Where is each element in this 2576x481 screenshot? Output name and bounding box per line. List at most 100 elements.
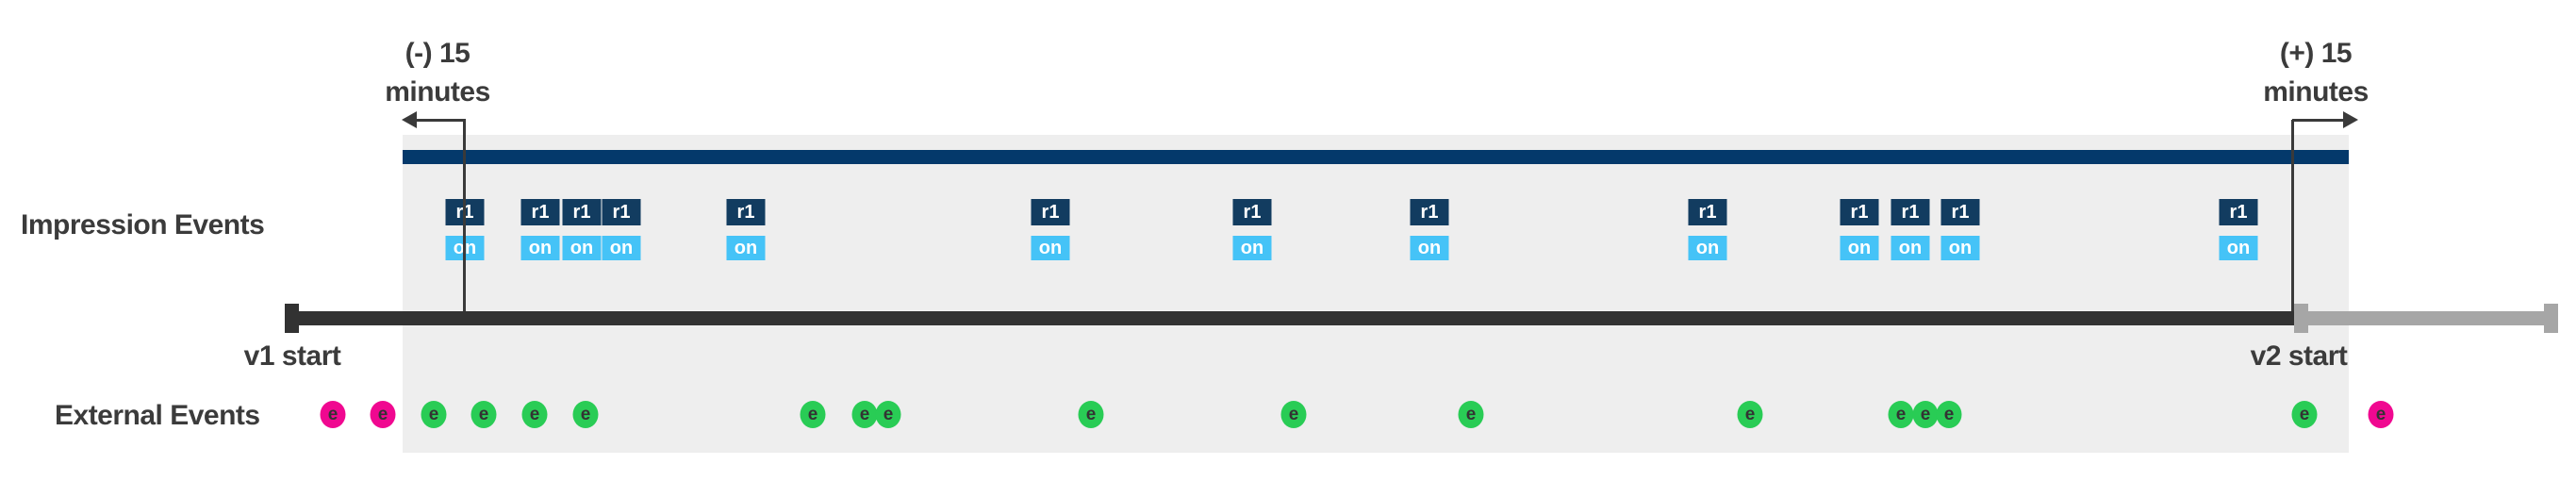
v1-start-cap <box>285 304 299 333</box>
impression-event-column: r1 on <box>562 199 602 260</box>
impression-on-text: on <box>1695 237 1720 258</box>
impression-event-column: r1 on <box>1232 199 1272 260</box>
impression-r1-text: r1 <box>1850 201 1869 223</box>
external-event-text: e <box>327 404 339 424</box>
external-event-text: e <box>580 404 591 424</box>
window-start-reference-line <box>463 120 466 311</box>
external-event-text: e <box>807 404 818 424</box>
impression-event-column: r1 on <box>1688 199 1727 260</box>
impression-on-text: on <box>1898 237 1923 258</box>
impression-r1-text: r1 <box>736 201 755 223</box>
impression-r1-text: r1 <box>1041 201 1060 223</box>
external-event-dot: e <box>1280 401 1307 428</box>
impression-r1-box: r1 <box>1940 199 1980 225</box>
left-arrowhead-icon <box>402 111 417 128</box>
plus-15-minutes-label: (+) 15 minutes <box>2263 34 2369 111</box>
impression-on-box: on <box>520 236 560 260</box>
impression-r1-box: r1 <box>602 199 641 225</box>
impression-on-text: on <box>1240 237 1264 258</box>
external-event-dot: e <box>800 401 826 428</box>
external-event-dot: e <box>875 401 901 428</box>
impression-r1-box: r1 <box>1410 199 1449 225</box>
v2-timeline-bar <box>2294 311 2555 325</box>
impression-on-box: on <box>1940 236 1980 260</box>
impression-event-column: r1 on <box>1891 199 1930 260</box>
impression-on-box: on <box>1232 236 1272 260</box>
impression-r1-text: r1 <box>1243 201 1262 223</box>
external-event-dot: e <box>1888 401 1914 428</box>
external-event-text: e <box>883 404 894 424</box>
external-event-text: e <box>2375 404 2386 424</box>
external-event-text: e <box>478 404 489 424</box>
impression-on-box: on <box>1840 236 1879 260</box>
v2-start-label: v2 start <box>2250 340 2348 372</box>
impression-on-box: on <box>602 236 641 260</box>
impression-on-box: on <box>2219 236 2258 260</box>
external-event-dot: e <box>1458 401 1484 428</box>
campaign-duration-bar <box>403 150 2349 164</box>
external-event-dot: e <box>471 401 497 428</box>
external-event-text: e <box>1085 404 1097 424</box>
impression-r1-box: r1 <box>1688 199 1727 225</box>
impression-event-column: r1 on <box>1840 199 1879 260</box>
impression-r1-text: r1 <box>1951 201 1970 223</box>
impression-event-column: r1 on <box>520 199 560 260</box>
impression-event-column: r1 on <box>1031 199 1070 260</box>
v2-start-reference-line <box>2291 120 2294 311</box>
impression-on-text: on <box>1038 237 1063 258</box>
impression-r1-box: r1 <box>1232 199 1272 225</box>
v2-start-cap <box>2294 304 2308 333</box>
right-arrowhead-icon <box>2343 111 2358 128</box>
v1-start-label: v1 start <box>243 340 341 372</box>
impression-r1-box: r1 <box>562 199 602 225</box>
impression-on-text: on <box>2226 237 2251 258</box>
external-event-text: e <box>1943 404 1955 424</box>
impression-on-box: on <box>1410 236 1449 260</box>
impression-r1-text: r1 <box>2229 201 2248 223</box>
impression-r1-box: r1 <box>1891 199 1930 225</box>
external-event-text: e <box>428 404 439 424</box>
external-event-text: e <box>1895 404 1907 424</box>
plus-15-line1: (+) 15 <box>2279 38 2353 69</box>
external-event-text: e <box>2299 404 2310 424</box>
timeline-end-cap <box>2544 304 2558 333</box>
impression-r1-box: r1 <box>1031 199 1070 225</box>
external-event-text: e <box>1744 404 1756 424</box>
external-event-dot: e <box>1936 401 1962 428</box>
external-event-dot: e <box>572 401 599 428</box>
external-event-dot: e <box>521 401 548 428</box>
impression-event-column: r1 on <box>726 199 766 260</box>
external-events-row-label: External Events <box>55 400 260 431</box>
external-event-dot: e <box>421 401 447 428</box>
minus-15-line2: minutes <box>385 76 490 108</box>
minus-15-line1: (-) 15 <box>405 38 471 69</box>
minus-15-minutes-label: (-) 15 minutes <box>385 34 490 111</box>
impression-r1-box: r1 <box>520 199 560 225</box>
external-event-dot: e <box>1912 401 1939 428</box>
impression-events-row-label: Impression Events <box>21 209 265 240</box>
impression-on-box: on <box>1031 236 1070 260</box>
external-event-dot: e <box>1078 401 1104 428</box>
impression-r1-text: r1 <box>612 201 631 223</box>
impression-on-box: on <box>726 236 766 260</box>
plus-15-arrow-shaft <box>2292 119 2345 122</box>
impression-on-box: on <box>1688 236 1727 260</box>
impression-event-column: r1 on <box>1940 199 1980 260</box>
impression-on-text: on <box>734 237 758 258</box>
impression-event-column: r1 on <box>2219 199 2258 260</box>
impression-r1-box: r1 <box>2219 199 2258 225</box>
external-event-text: e <box>1920 404 1931 424</box>
impression-on-text: on <box>570 237 594 258</box>
impression-r1-box: r1 <box>1840 199 1879 225</box>
external-event-text: e <box>529 404 540 424</box>
external-event-dot: e <box>1737 401 1763 428</box>
impression-on-text: on <box>1948 237 1973 258</box>
impression-r1-text: r1 <box>1698 201 1717 223</box>
plus-15-line2: minutes <box>2263 76 2369 108</box>
impression-r1-text: r1 <box>531 201 550 223</box>
external-event-dot: e <box>851 401 878 428</box>
v1-timeline-bar <box>285 311 2294 325</box>
external-event-text: e <box>1288 404 1299 424</box>
analysis-window-panel <box>403 135 2349 453</box>
